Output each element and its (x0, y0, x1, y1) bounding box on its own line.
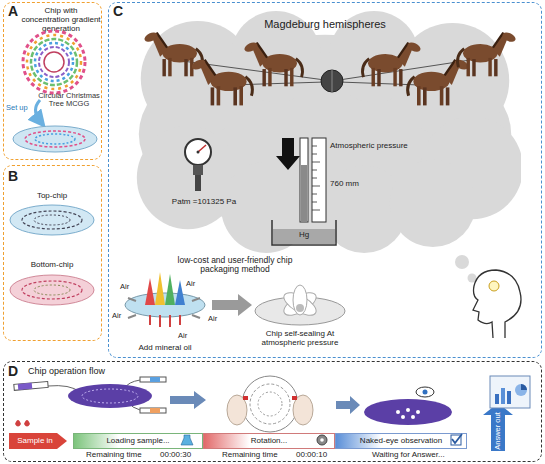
readout-chip (364, 387, 452, 425)
panel-frame: AChip with concentration gradient genera… (3, 2, 102, 160)
process-arrow (212, 294, 252, 316)
annotation-label: Air (112, 312, 132, 320)
annotation-label: low-cost and user-friendly chip packagin… (160, 256, 310, 275)
top-chip-art (10, 205, 94, 235)
annotation-label: Chip self-sealing At atmospheric pressur… (248, 330, 352, 348)
panel-letter: B (8, 169, 18, 184)
annotation-label: Air (208, 315, 228, 323)
rotating-chip-hands (227, 376, 313, 432)
gradient-generator-art (23, 31, 85, 93)
annotation-label: 00:00:30 (160, 451, 206, 460)
node-text: Sample in (9, 433, 61, 449)
thought-cloud: Magdeburg hemispheres (129, 9, 521, 255)
annotation-label: Remaining time (86, 451, 158, 460)
annotation-label: Bottom-chip (17, 261, 87, 270)
node-text: Rotation... (204, 434, 334, 448)
sealed-chip (255, 285, 345, 325)
annotation-label: Circular Christmas Tree MCGG (38, 92, 100, 109)
thinking-head (473, 270, 521, 338)
panel-frame: C Magdeburg hemispheres (108, 2, 542, 358)
progress-segment: Naked-eye observation (335, 433, 467, 449)
panel-letter: D (8, 364, 18, 379)
bottom-chip-art (10, 275, 94, 305)
flow-arrow (170, 391, 206, 409)
annotation-label: Atmospheric pressure (330, 142, 420, 151)
node-text: Chip operation flow (28, 367, 105, 377)
annotation-label: Remaining time (222, 451, 294, 460)
setup-arrow (36, 100, 41, 121)
assembled-chip (13, 126, 97, 152)
bubble-dot (468, 274, 477, 283)
annotation-label: 760 mm (330, 180, 380, 189)
node-text: Loading sample... (74, 434, 202, 448)
node-text: Chip with concentration gradient generat… (21, 7, 101, 33)
bubble-dot (455, 255, 469, 269)
annotation-label: Top-chip (22, 192, 82, 201)
progress-segment: Loading sample... (73, 433, 203, 449)
progress-segment: Rotation... (203, 433, 335, 449)
annotation-label: Add mineral oil (122, 344, 208, 353)
annotation-label: Waiting for Answer... (372, 451, 482, 460)
panel-frame: D Chip operation flowSample in Loading sam… (3, 361, 542, 462)
panel-letter: A (8, 4, 18, 19)
annotation-label: Patm =101325 Pa (156, 198, 252, 207)
input-arrow: Sample in (9, 433, 67, 449)
panel-letter: C (113, 4, 123, 19)
annotation-label: Air (186, 280, 206, 288)
annotation-label: Hg (294, 231, 314, 240)
oil-chip (125, 272, 205, 327)
report-icon (490, 376, 530, 408)
annotation-label: Air (120, 283, 140, 291)
flow-arrow (336, 396, 360, 414)
annotation-label: Air (178, 332, 198, 340)
node-text: Naked-eye observation (336, 434, 466, 448)
annotation-label: Set up (6, 104, 36, 112)
node-text: Answer out (494, 412, 502, 450)
output-arrow: Answer out (483, 403, 513, 451)
syringes (14, 377, 166, 427)
node-text: Magdeburg hemispheres (129, 18, 521, 30)
annotation-label: 00:00:10 (296, 451, 342, 460)
